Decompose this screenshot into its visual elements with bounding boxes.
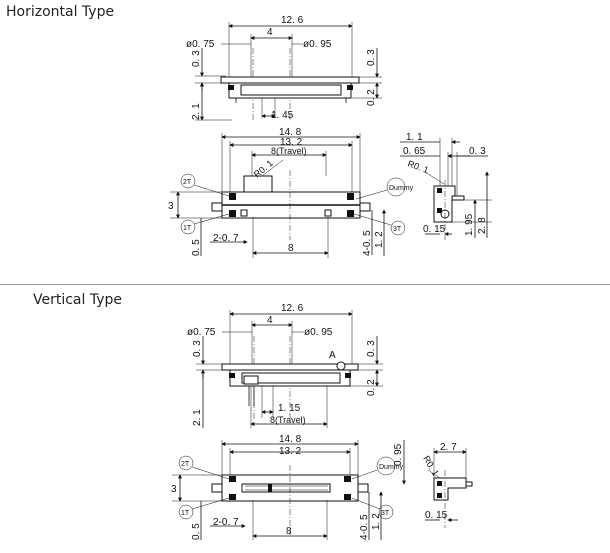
dim-v-lower-left-front: 0. 5 xyxy=(191,523,202,540)
dim-lower-left-front: 0. 5 xyxy=(191,239,202,256)
dim-width: 12. 6 xyxy=(281,15,304,26)
terminal-1t: 1T xyxy=(183,225,192,232)
dim-v-travel: 8(Travel) xyxy=(270,415,306,425)
dim-v-lower-right: 0. 2 xyxy=(366,379,377,396)
dim-hole-left: ø0. 75 xyxy=(186,39,215,50)
horizontal-side-view: 1. 1 0. 65 0. 3 R0. 1 0. 15 1. 95 2. 8 xyxy=(400,132,492,240)
dim-side-d3: 0. 3 xyxy=(469,146,486,157)
dim-body: 13. 2 xyxy=(280,137,303,148)
horizontal-type-title: Horizontal Type xyxy=(6,4,115,20)
v-terminal-dummy: Dummy xyxy=(379,464,404,471)
terminal-dummy: Dummy xyxy=(389,185,414,192)
dim-v-pin-offset: 2-0. 7 xyxy=(213,517,239,528)
dim-side-d5: 1. 95 xyxy=(464,213,475,236)
dim-v-pin-pitch: 1. 15 xyxy=(278,403,301,414)
dim-v-lower-left: 2. 1 xyxy=(192,409,203,426)
dim-lower-right: 0. 2 xyxy=(366,89,377,106)
dim-v-body: 13. 2 xyxy=(279,446,302,457)
dim-overall: 14. 8 xyxy=(279,127,302,138)
dim-v-hole-spacing: 4 xyxy=(267,315,273,326)
dim-right-a: 4-0. 5 xyxy=(362,230,373,256)
dim-pin-pitch: 1. 45 xyxy=(271,110,294,121)
dim-hole-right: ø0. 95 xyxy=(303,39,332,50)
dim-v-overall: 14. 8 xyxy=(279,434,302,445)
horizontal-top-view: 12. 6 4 ø0. 75 ø0. 95 1. 45 0. 3 2. 1 xyxy=(186,15,382,121)
vertical-front-view: 14. 8 13. 2 2T 1T 3T Dummy 3 0. xyxy=(171,434,406,540)
v-terminal-3t: 3T xyxy=(381,510,390,517)
vertical-type-title: Vertical Type xyxy=(33,292,123,308)
dim-vs-d1: 2. 7 xyxy=(440,442,457,453)
marker-a: A xyxy=(329,350,336,361)
dim-v-height: 3 xyxy=(171,484,177,495)
dim-v-right-a: 4-0. 5 xyxy=(359,514,370,540)
section-divider xyxy=(0,284,610,285)
v-terminal-2t: 2T xyxy=(181,461,190,468)
dim-v-pin-spacing: 8 xyxy=(286,526,292,537)
vertical-side-view: 2. 7 R0. 1 0. 15 xyxy=(421,442,473,528)
dim-side-d2: 0. 65 xyxy=(403,146,426,157)
dim-side-d1: 1. 1 xyxy=(406,132,423,143)
dim-height: 3 xyxy=(168,201,174,212)
dim-lower-left: 2. 1 xyxy=(191,103,202,120)
dim-v-left-height: 0. 3 xyxy=(192,340,203,357)
dim-side-d6: 2. 8 xyxy=(477,217,488,234)
dim-pin-spacing: 8 xyxy=(288,243,294,254)
dim-vs-radius: R0. 1 xyxy=(421,454,440,478)
dim-v-hole-left: ø0. 75 xyxy=(187,327,216,338)
terminal-2t: 2T xyxy=(183,179,192,186)
terminal-3t: 3T xyxy=(393,226,402,233)
dim-right-height: 0. 3 xyxy=(366,49,377,66)
dim-v-right-height: 0. 3 xyxy=(366,340,377,357)
dim-hole-spacing: 4 xyxy=(267,27,273,38)
dim-v-right-b: 1. 2 xyxy=(371,513,382,530)
dim-travel: 8(Travel) xyxy=(271,146,307,156)
horizontal-front-view: 14. 8 13. 2 8(Travel) R0. 1 2T 1T 3T xyxy=(168,127,414,258)
v-terminal-1t: 1T xyxy=(181,510,190,517)
dim-v-right-top: 0. 95 xyxy=(393,443,404,466)
dim-right-b: 1. 2 xyxy=(374,231,385,248)
vertical-top-view: 12. 6 4 ø0. 75 ø0. 95 A 1. 15 8(Travel) xyxy=(187,303,383,428)
dim-pin-offset: 2-0. 7 xyxy=(213,233,239,244)
dim-v-hole-right: ø0. 95 xyxy=(304,327,333,338)
dim-side-d4: 0. 15 xyxy=(423,224,446,235)
dim-v-width: 12. 6 xyxy=(281,303,304,314)
dim-vs-d4: 0. 15 xyxy=(425,510,448,521)
dim-left-height: 0. 3 xyxy=(191,50,202,67)
